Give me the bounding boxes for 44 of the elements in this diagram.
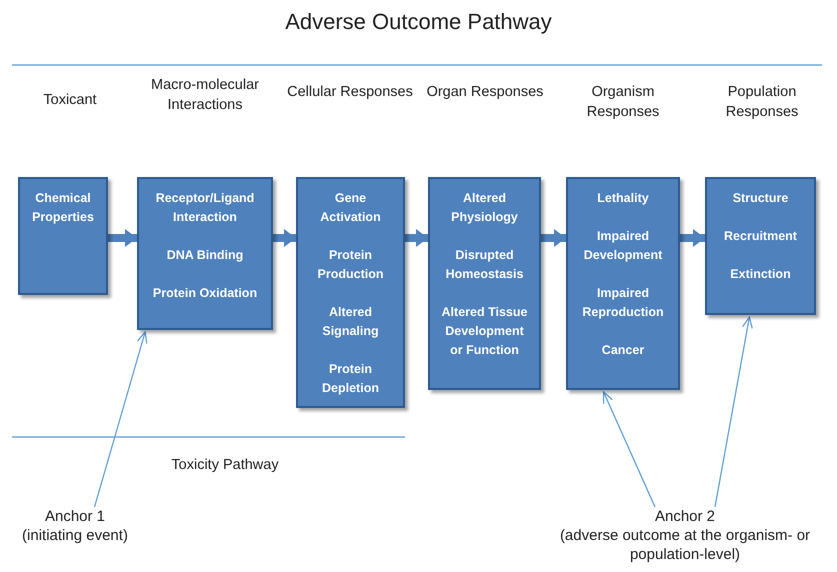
step-text: Altered Physiology [450, 190, 519, 226]
arrow [714, 316, 753, 508]
step-text: Extinction [729, 266, 792, 283]
process-box [428, 177, 541, 390]
diagram-title: Adverse Outcome Pathway [284, 8, 553, 36]
process-box [705, 177, 816, 315]
anchor-title: Anchor 1 [44, 507, 106, 526]
step-text: DNA Binding [166, 247, 244, 264]
process-box [296, 177, 405, 408]
anchor-title: Anchor 2 [654, 507, 716, 526]
column-heading: Cellular Responses [286, 83, 414, 102]
block-arrow [273, 229, 296, 247]
process-box [137, 177, 273, 330]
step-text: Impaired Reproduction [581, 285, 665, 321]
step-text: Impaired Development [582, 228, 664, 264]
step-text: Altered Tissue Development or Function [440, 304, 528, 359]
step-text: Structure [732, 190, 790, 207]
column-heading: Macro-molecular Interactions [150, 76, 260, 115]
column-heading: Organism Responses [586, 83, 660, 122]
step-text: Recruitment [723, 228, 798, 245]
process-box [18, 177, 108, 295]
anchor-description: (adverse outcome at the organism- or population-level) [558, 526, 812, 564]
step-text: Lethality [596, 190, 650, 207]
anchor-description: (initiating event) [21, 526, 129, 545]
block-arrow [680, 229, 705, 247]
step-text: Protein Depletion [321, 361, 380, 397]
step-text: Protein Production [316, 247, 384, 283]
step-text: Disrupted Homeostasis [444, 247, 524, 283]
column-heading: Toxicant [42, 91, 98, 110]
step-text: Gene Activation [319, 190, 382, 226]
block-arrow [405, 229, 428, 247]
step-text: Chemical Properties [31, 190, 95, 226]
step-text: Cancer [600, 342, 646, 359]
section-label: Toxicity Pathway [170, 456, 280, 475]
step-text: Altered Signaling [321, 304, 380, 340]
column-heading: Population Responses [724, 83, 800, 122]
step-text: Receptor/Ligand Interaction [154, 190, 256, 226]
arrow [94, 331, 148, 508]
step-text: Protein Oxidation [152, 285, 258, 302]
block-arrow [108, 229, 137, 247]
arrow [602, 391, 656, 508]
column-heading: Organ Responses [426, 83, 544, 102]
block-arrow [541, 229, 566, 247]
process-box [566, 177, 680, 390]
